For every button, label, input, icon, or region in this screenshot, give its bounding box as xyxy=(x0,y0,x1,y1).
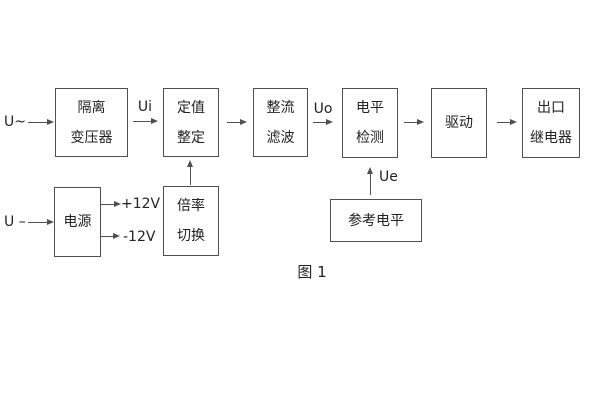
block-isolation-transformer-line2: 变压器 xyxy=(70,129,113,146)
block-isolation-transformer-line1: 隔离 xyxy=(77,99,106,116)
block-setting-adjust-line2: 整定 xyxy=(177,129,205,146)
label-rail-neg: -12V xyxy=(123,229,156,245)
block-setting-adjust-line1: 定值 xyxy=(177,99,205,116)
block-isolation-transformer: 隔离 变压器 xyxy=(55,88,128,157)
block-output-relay-line2: 继电器 xyxy=(530,130,572,146)
arrow-uo-signal xyxy=(313,118,333,126)
block-reference-level: 参考电平 xyxy=(330,199,422,242)
block-drive: 驱动 xyxy=(431,88,487,158)
block-ratio-switch-line1: 倍率 xyxy=(177,198,205,214)
label-rail-pos: +12V xyxy=(121,196,161,212)
arrow-rail-pos xyxy=(101,200,121,208)
block-rectifier-filter-line1: 整流 xyxy=(266,99,295,116)
arrow-level-to-drive xyxy=(404,118,424,126)
arrow-drive-to-relay xyxy=(497,118,517,126)
arrow-ratio-to-setting xyxy=(186,160,194,185)
block-output-relay-line1: 出口 xyxy=(537,100,565,116)
arrow-ac-input xyxy=(28,118,54,126)
figure-caption: 图 1 xyxy=(297,263,327,281)
arrow-setting-to-rectifier xyxy=(227,118,247,126)
block-output-relay: 出口 继电器 xyxy=(522,88,580,158)
label-input-dc: U – xyxy=(4,214,26,230)
block-rectifier-filter: 整流 滤波 xyxy=(253,88,308,157)
block-ratio-switch: 倍率 切换 xyxy=(163,186,219,256)
block-setting-adjust: 定值 整定 xyxy=(163,88,219,157)
arrow-rail-neg xyxy=(101,232,120,240)
block-level-detector-line1: 电平 xyxy=(356,100,384,116)
arrow-dc-input xyxy=(28,218,54,226)
label-ue: Ue xyxy=(379,169,398,185)
block-ratio-switch-line2: 切换 xyxy=(177,228,205,244)
block-level-detector-line2: 检测 xyxy=(356,130,384,146)
arrow-ui-signal xyxy=(133,117,158,125)
block-power-supply: 电源 xyxy=(54,187,101,257)
label-uo: Uo xyxy=(313,101,333,117)
block-rectifier-filter-line2: 滤波 xyxy=(266,129,295,146)
block-drive-line1: 驱动 xyxy=(445,115,473,131)
arrow-ue-signal xyxy=(366,167,374,195)
block-level-detector: 电平 检测 xyxy=(342,88,398,158)
label-ui: Ui xyxy=(137,99,153,115)
block-power-supply-line1: 电源 xyxy=(63,214,92,230)
label-input-ac: U~ xyxy=(4,114,26,130)
block-reference-level-line1: 参考电平 xyxy=(348,212,404,229)
